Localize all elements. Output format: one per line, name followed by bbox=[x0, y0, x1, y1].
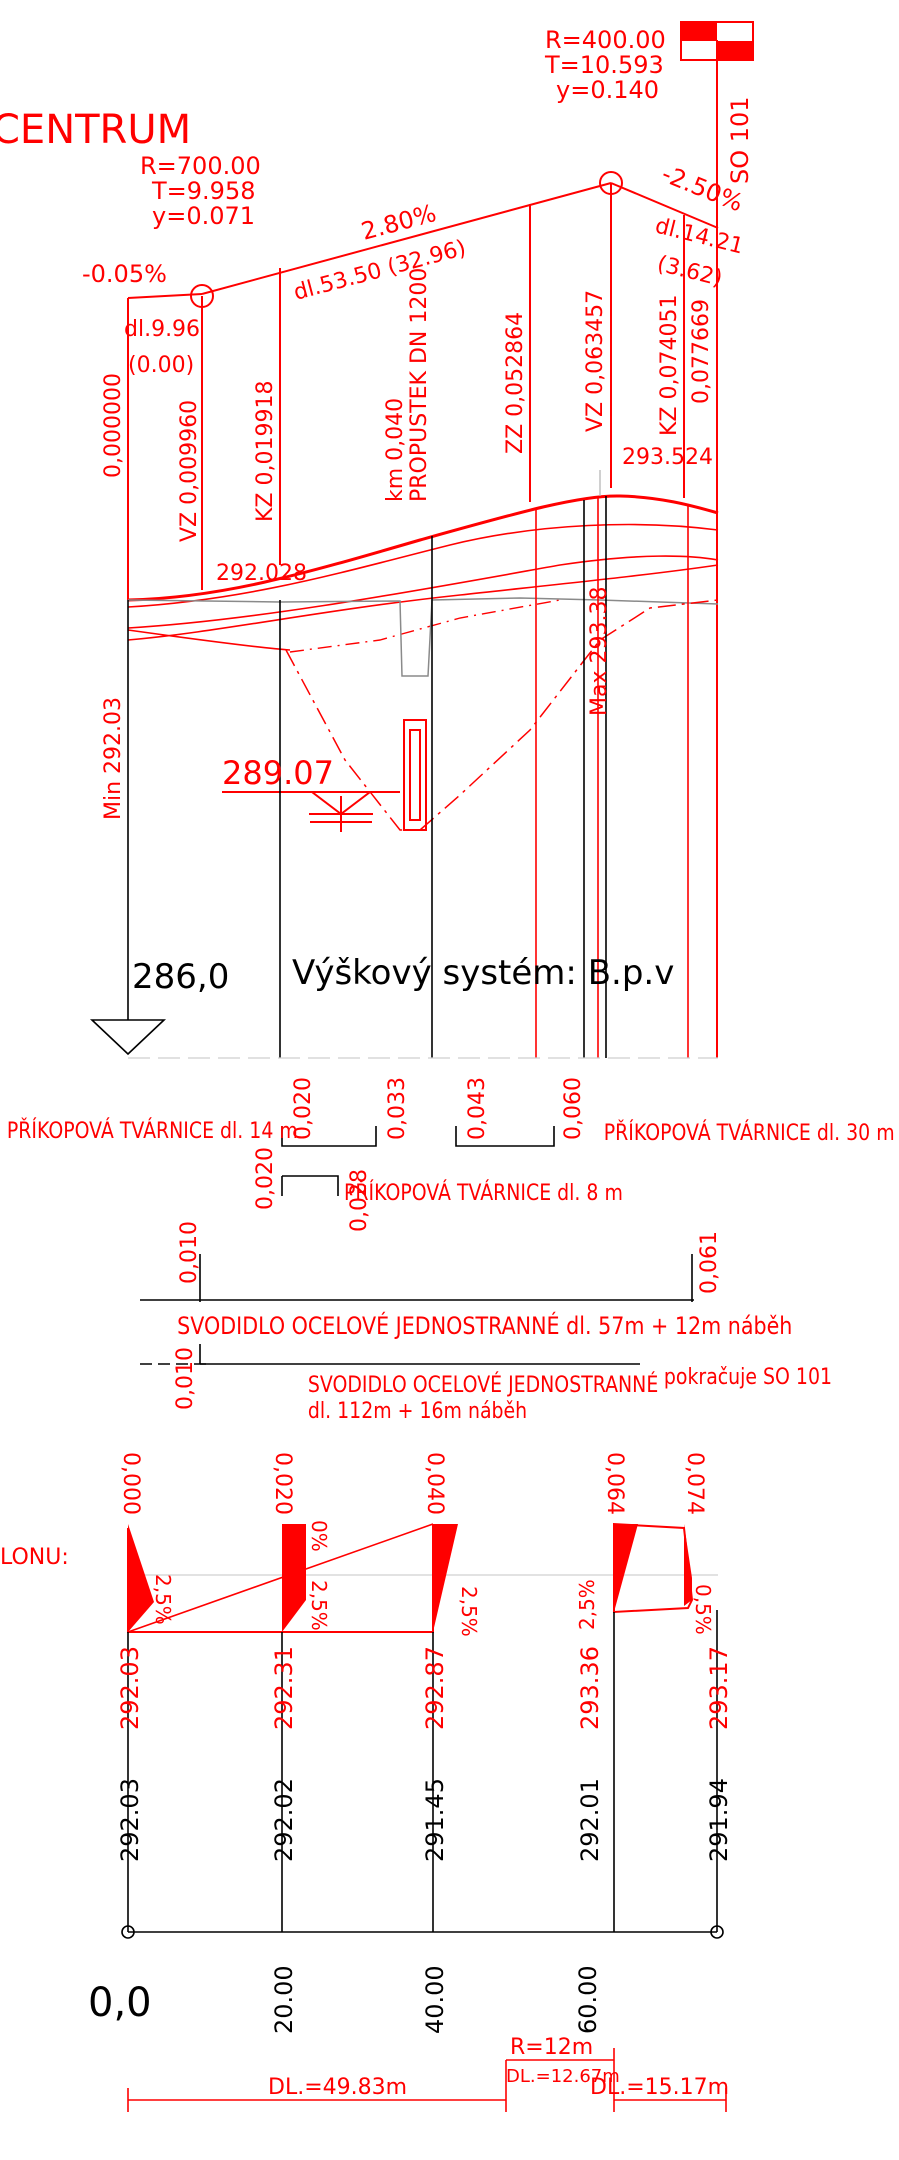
ditch-2-from: 0,043 bbox=[465, 1077, 490, 1140]
slope-4: 2,5% bbox=[457, 1586, 481, 1637]
guardrail-1-from: 0,010 bbox=[177, 1221, 202, 1284]
super-station-4: 0,074 bbox=[682, 1452, 707, 1515]
ditch-brackets bbox=[281, 1126, 555, 1196]
curve-1-tangent: T=10.593 bbox=[544, 51, 664, 79]
water-level-symbol bbox=[222, 791, 400, 832]
station-kz2: KZ 0,074051 bbox=[657, 295, 682, 436]
so-label: SO 101 bbox=[726, 96, 754, 184]
super-station-3: 0,064 bbox=[602, 1452, 627, 1515]
terrain-line bbox=[127, 597, 719, 677]
guardrail-1-to: 0,061 bbox=[697, 1231, 722, 1294]
horizontal-alignment bbox=[127, 2048, 727, 2112]
grade-length-3b: (3.62) bbox=[655, 252, 725, 292]
chainage-20: 20.00 bbox=[270, 1965, 298, 2034]
station-culvert-km: km 0,040 bbox=[383, 398, 408, 502]
chainage-60: 60.00 bbox=[574, 1965, 602, 2034]
design-elev-0: 292.03 bbox=[116, 1646, 144, 1730]
chainage-axis bbox=[121, 1610, 724, 1939]
red-vertical-lower bbox=[535, 496, 689, 1058]
station-culvert-name: PROPUSTEK DN 1200 bbox=[407, 268, 432, 502]
chainage-40: 40.00 bbox=[421, 1965, 449, 2034]
curve-2-tangent: T=9.958 bbox=[151, 177, 255, 205]
curve-2-radius: R=700.00 bbox=[140, 152, 261, 180]
road-profile bbox=[127, 494, 719, 653]
station-0: 0,000000 bbox=[101, 373, 126, 478]
centrum-label: CENTRUM bbox=[0, 107, 191, 153]
curve-1-radius: R=400.00 bbox=[545, 26, 666, 54]
station-vz1: VZ 0,009960 bbox=[177, 400, 202, 542]
ditch-3-from: 0,020 bbox=[253, 1147, 278, 1210]
slope-3: 2,5% bbox=[307, 1580, 331, 1631]
min-label: Min 292.03 bbox=[101, 697, 126, 820]
slope-1: 2,5% bbox=[151, 1574, 175, 1625]
guardrail-2-note: pokračuje SO 101 bbox=[664, 1364, 832, 1390]
sklon-label: LONU: bbox=[0, 1545, 69, 1570]
design-elev-3: 293.36 bbox=[576, 1646, 604, 1730]
grade-1: -0.05% bbox=[82, 260, 167, 288]
terrain-elev-1: 292.02 bbox=[270, 1778, 298, 1862]
labels: CENTRUM LONU: R=400.00 T=10.593 y=0.140 … bbox=[0, 26, 895, 2100]
datum-value: 286,0 bbox=[132, 957, 229, 997]
ditch-3-text: PŘÍKOPOVÁ TVÁRNICE dl. 8 m bbox=[344, 1179, 623, 1206]
ditch-1-from: 0,020 bbox=[291, 1077, 316, 1140]
datum-triangle bbox=[89, 1010, 167, 1056]
grade-2: 2.80% bbox=[358, 199, 439, 246]
station-vz2: VZ 0,063457 bbox=[583, 290, 608, 432]
elevation-water: 289.07 bbox=[222, 754, 334, 792]
ditch-3-to: 0,028 bbox=[347, 1169, 372, 1232]
design-elev-4: 293.17 bbox=[705, 1646, 733, 1730]
radius-label: R=12m bbox=[510, 2035, 593, 2060]
elevation-left: 292.028 bbox=[216, 561, 307, 586]
max-label: Max 293.38 bbox=[587, 587, 612, 716]
station-zz: ZZ 0,052864 bbox=[503, 312, 528, 454]
guardrail-lines bbox=[140, 1254, 694, 1365]
datum-lines bbox=[127, 496, 607, 1058]
radius-length: DL.=12.67m bbox=[506, 2066, 620, 2087]
terrain-elev-4: 291.94 bbox=[705, 1778, 733, 1862]
height-system: Výškový systém: B.p.v bbox=[292, 953, 674, 993]
culvert-pipe bbox=[403, 719, 427, 831]
super-station-0: 0,000 bbox=[118, 1452, 143, 1515]
design-elev-1: 292.31 bbox=[270, 1646, 298, 1730]
superelevation-diagram bbox=[127, 1522, 718, 1633]
terrain-elev-2: 291.45 bbox=[421, 1778, 449, 1862]
station-lines-upper bbox=[127, 40, 718, 1058]
station-end: 0,077669 bbox=[689, 299, 714, 404]
chainage-0: 0,0 bbox=[88, 1980, 152, 2026]
slope-6: 0,5% bbox=[691, 1584, 715, 1635]
terrain-elev-0: 292.03 bbox=[116, 1778, 144, 1862]
grade-length-1: dl.9.96 bbox=[124, 317, 200, 342]
curve-2-y: y=0.071 bbox=[152, 202, 255, 230]
elevation-top: 293.524 bbox=[622, 445, 713, 470]
design-elev-2: 292.87 bbox=[421, 1646, 449, 1730]
curve-1-y: y=0.140 bbox=[556, 76, 659, 104]
slope-2: 0% bbox=[307, 1520, 331, 1552]
guardrail-2-line1: SVODIDLO OCELOVÉ JEDNOSTRANNÉ bbox=[308, 1371, 658, 1398]
slope-5: 2,5% bbox=[575, 1579, 599, 1630]
so-marker bbox=[680, 21, 754, 61]
ditch-1-text: PŘÍKOPOVÁ TVÁRNICE dl. 14 m bbox=[7, 1117, 298, 1144]
super-station-1: 0,020 bbox=[270, 1452, 295, 1515]
grade-length-1b: (0.00) bbox=[128, 353, 194, 378]
station-kz1: KZ 0,019918 bbox=[253, 381, 278, 522]
culvert-trench bbox=[285, 599, 719, 831]
ditch-2-text: PŘÍKOPOVÁ TVÁRNICE dl. 30 m bbox=[604, 1119, 895, 1146]
ditch-1-to: 0,033 bbox=[385, 1077, 410, 1140]
length-1: DL.=49.83m bbox=[268, 2075, 407, 2100]
length-2: DL.=15.17m bbox=[590, 2075, 729, 2100]
super-station-2: 0,040 bbox=[422, 1452, 447, 1515]
ditch-2-to: 0,060 bbox=[561, 1077, 586, 1140]
guardrail-2-line2: dl. 112m + 16m náběh bbox=[308, 1398, 527, 1424]
guardrail-1-text: SVODIDLO OCELOVÉ JEDNOSTRANNÉ dl. 57m + … bbox=[177, 1310, 792, 1340]
terrain-elev-3: 292.01 bbox=[576, 1778, 604, 1862]
guardrail-2-from: 0,010 bbox=[173, 1347, 198, 1410]
